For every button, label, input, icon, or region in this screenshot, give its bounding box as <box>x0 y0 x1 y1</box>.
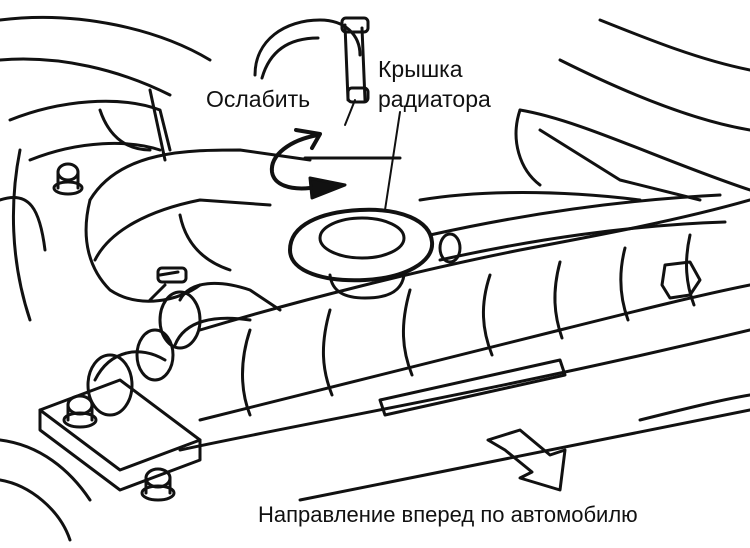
radiator-hose <box>84 148 312 303</box>
overflow-hose <box>428 193 727 264</box>
radiator-body <box>198 198 750 422</box>
radiator-cap <box>288 207 435 300</box>
upper-clamp <box>253 16 370 104</box>
radiator-cap-label-line1: Крышка <box>378 56 463 82</box>
loosen-label: Ослабить <box>206 86 311 112</box>
upper-hoses <box>0 15 212 322</box>
lower-hose-clamps <box>86 266 282 417</box>
forward-direction-arrow <box>486 428 567 492</box>
leader-lines <box>344 99 401 211</box>
right-structure <box>418 18 750 300</box>
counterclockwise-loosen-arrow <box>269 128 402 200</box>
lower-frame <box>178 328 750 502</box>
forward-direction-label: Направление вперед по автомобилю <box>258 502 638 527</box>
mounting-bracket <box>0 378 202 542</box>
radiator-cap-label-line2: радиатора <box>378 86 491 112</box>
left-bolt <box>52 162 84 196</box>
